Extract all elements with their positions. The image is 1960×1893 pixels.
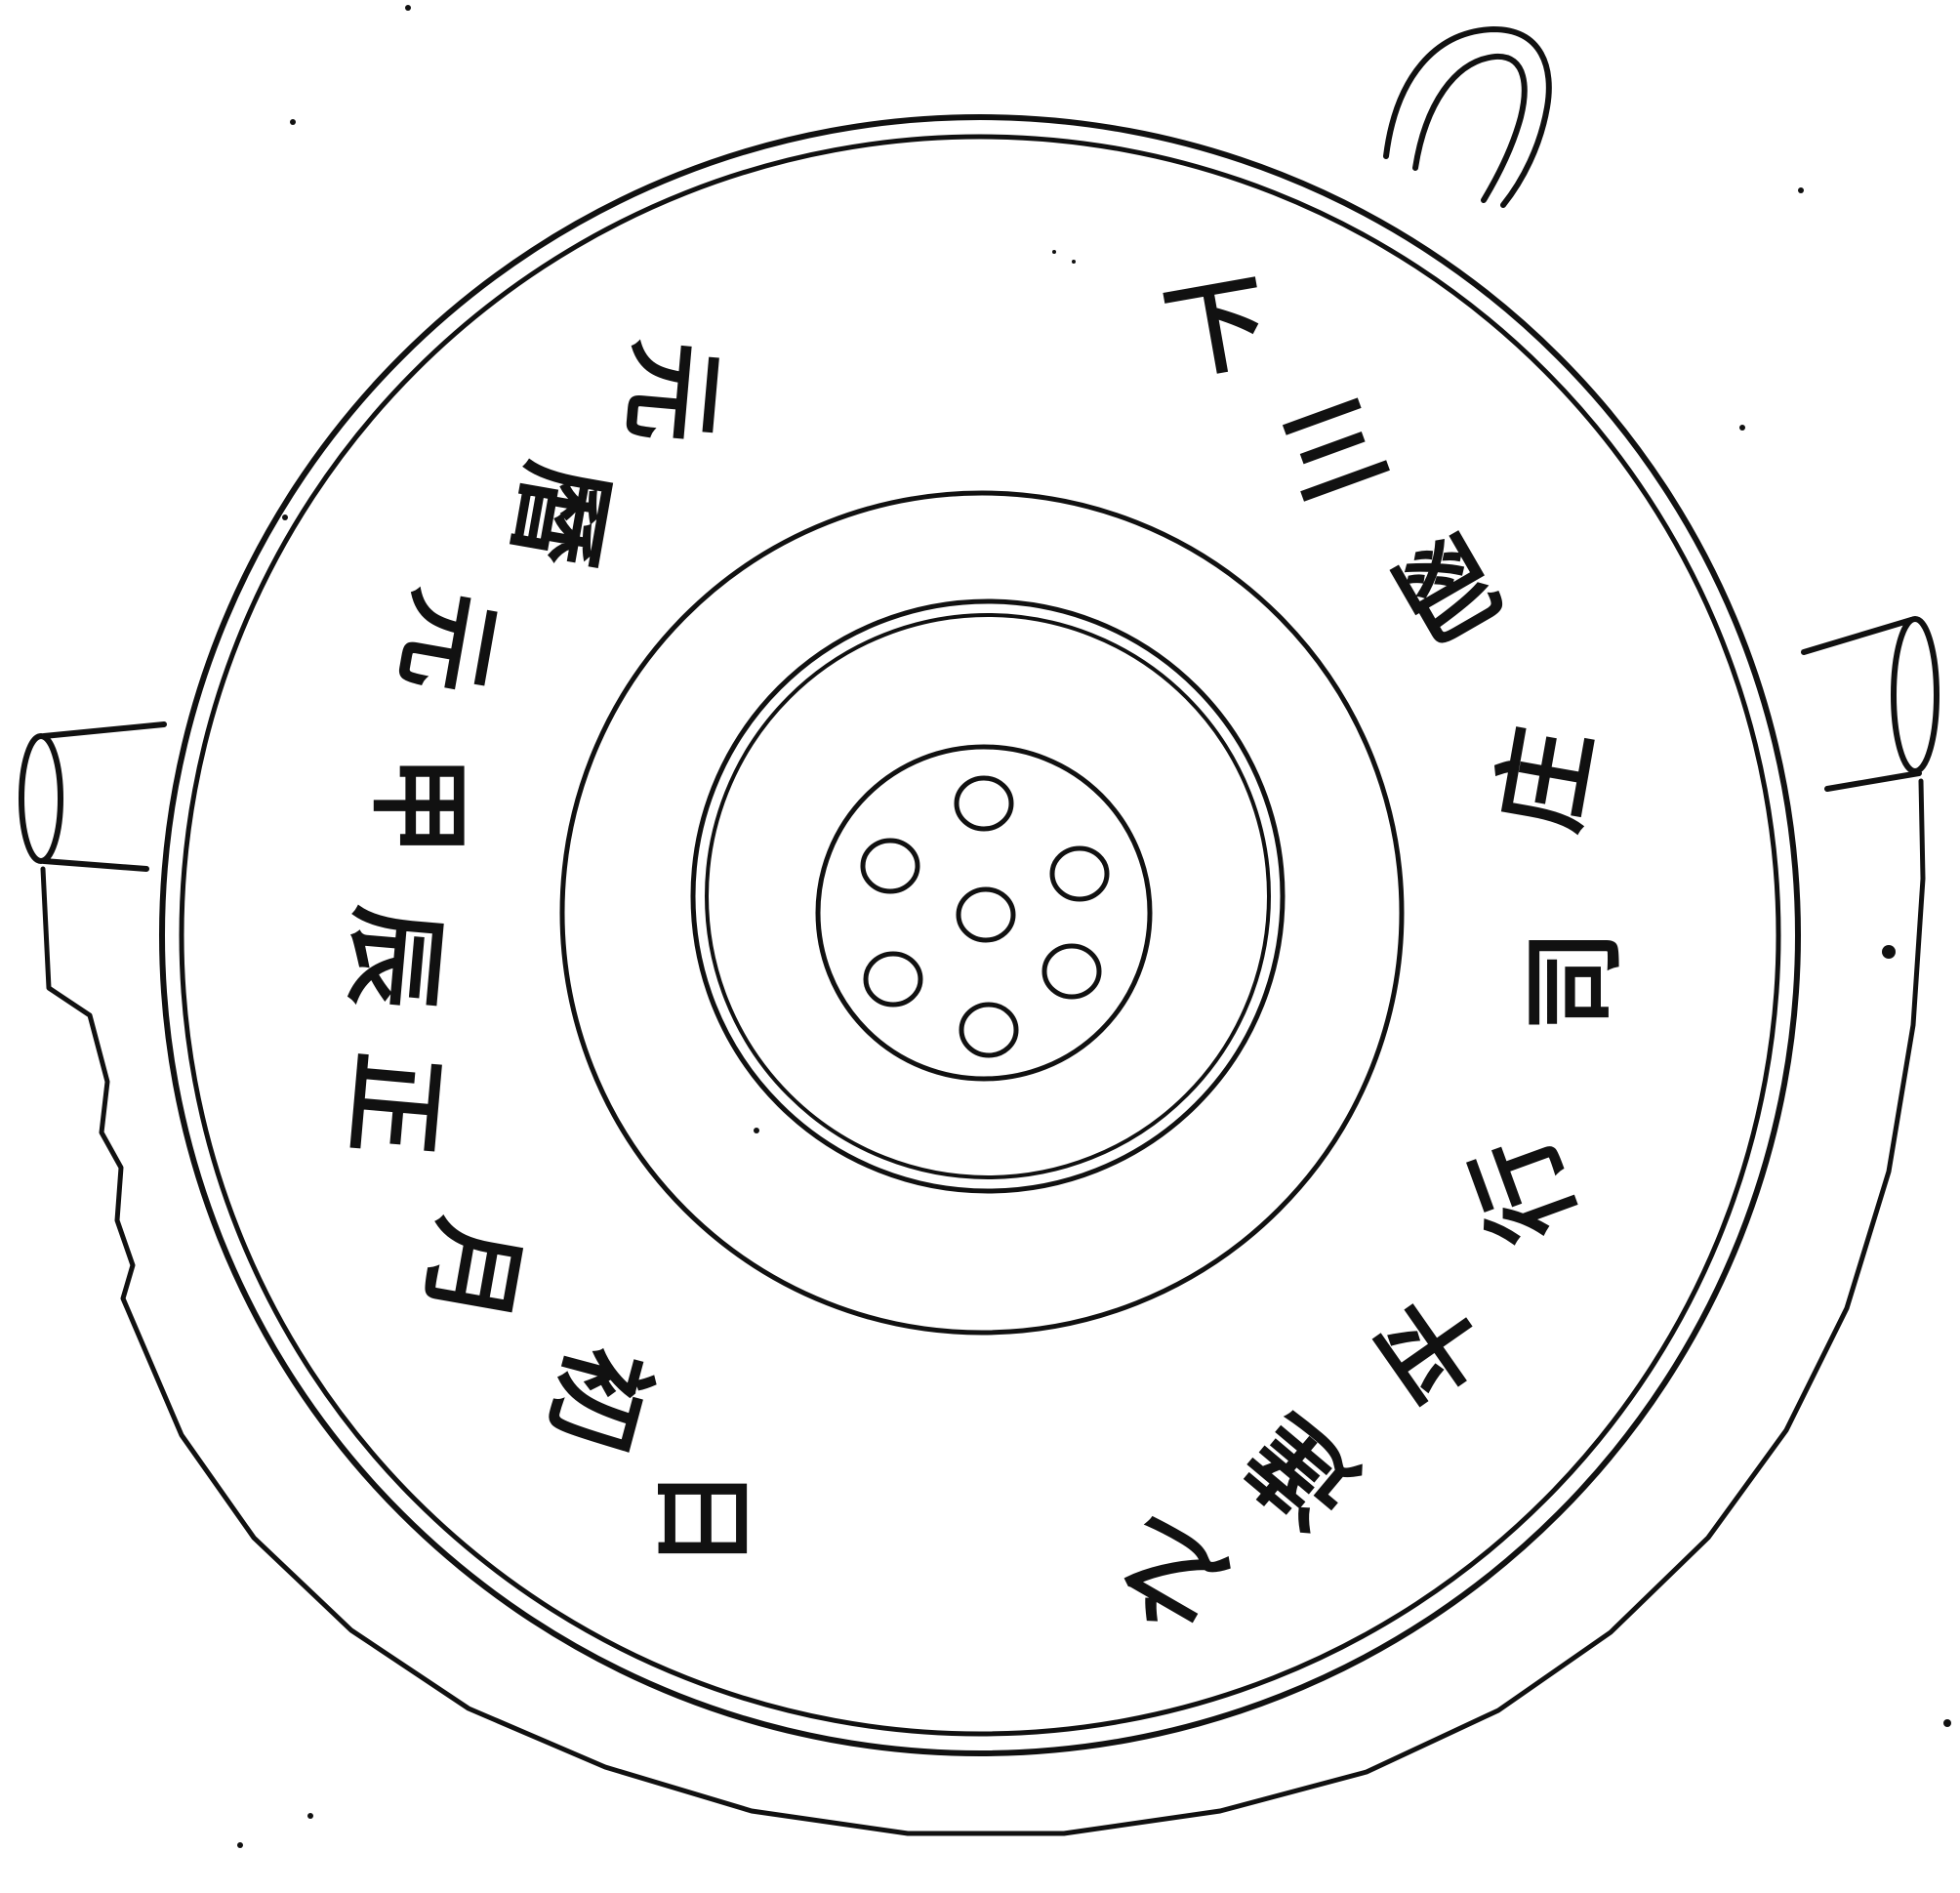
inscription-left-char-4: 甲 [359,755,479,856]
inscription-left-char-2: 曆 [493,454,629,575]
inscription-right-char-1: 下 [1156,260,1277,395]
inscription-left-char-5: 辰 [331,902,460,1013]
broken-outer-edge [40,778,1926,1836]
inscription-left-char-1: 元 [609,336,738,447]
inscription-right: 下 三 鬯 庄 司 行 平 達 之 [1098,260,1635,1652]
ink-specks [237,5,1951,1848]
inscription-right-char-6: 行 [1450,1121,1598,1257]
inscription-right-char-9: 之 [1098,1498,1246,1653]
boss-hole-center [956,886,1016,943]
top-loop-handle [1383,26,1552,208]
right-tube-spout [1801,616,1940,792]
inscription-right-char-5: 司 [1514,930,1634,1032]
inscription-right-char-8: 達 [1225,1393,1380,1550]
boss-hole-top [954,775,1014,832]
boss-hole-lower-right [1041,943,1102,1000]
inscription-right-char-2: 三 [1266,377,1403,524]
inner-rim [179,134,1781,1737]
center-ring-middle [690,598,1286,1194]
inscription-right-char-4: 庄 [1477,719,1613,840]
inscription-right-char-3: 鬯 [1374,515,1523,671]
boss-hole-lower-left [863,951,923,1008]
inscription-left-char-3: 元 [381,581,516,702]
outer-rim [159,114,1801,1756]
center-ring-inner [705,613,1271,1179]
boss-holes [860,775,1110,1058]
boss-hole-upper-right [1049,845,1110,902]
boss-hole-bottom [959,1002,1019,1058]
left-tube-spout [19,721,167,872]
center-ring-outer [559,490,1405,1336]
inscription-right-char-7: 平 [1354,1272,1510,1424]
inscription-left-char-9: 日 [642,1467,762,1569]
inscription-left-char-8: 初 [528,1334,671,1462]
boss-hole-upper-left [860,838,920,894]
inscription-left-char-6: 正 [331,1049,460,1160]
inscription-left: 元 曆 元 甲 辰 正 月 初 日 [331,336,762,1569]
inscription-left-char-7: 月 [405,1211,541,1332]
perforated-boss [815,744,1153,1082]
